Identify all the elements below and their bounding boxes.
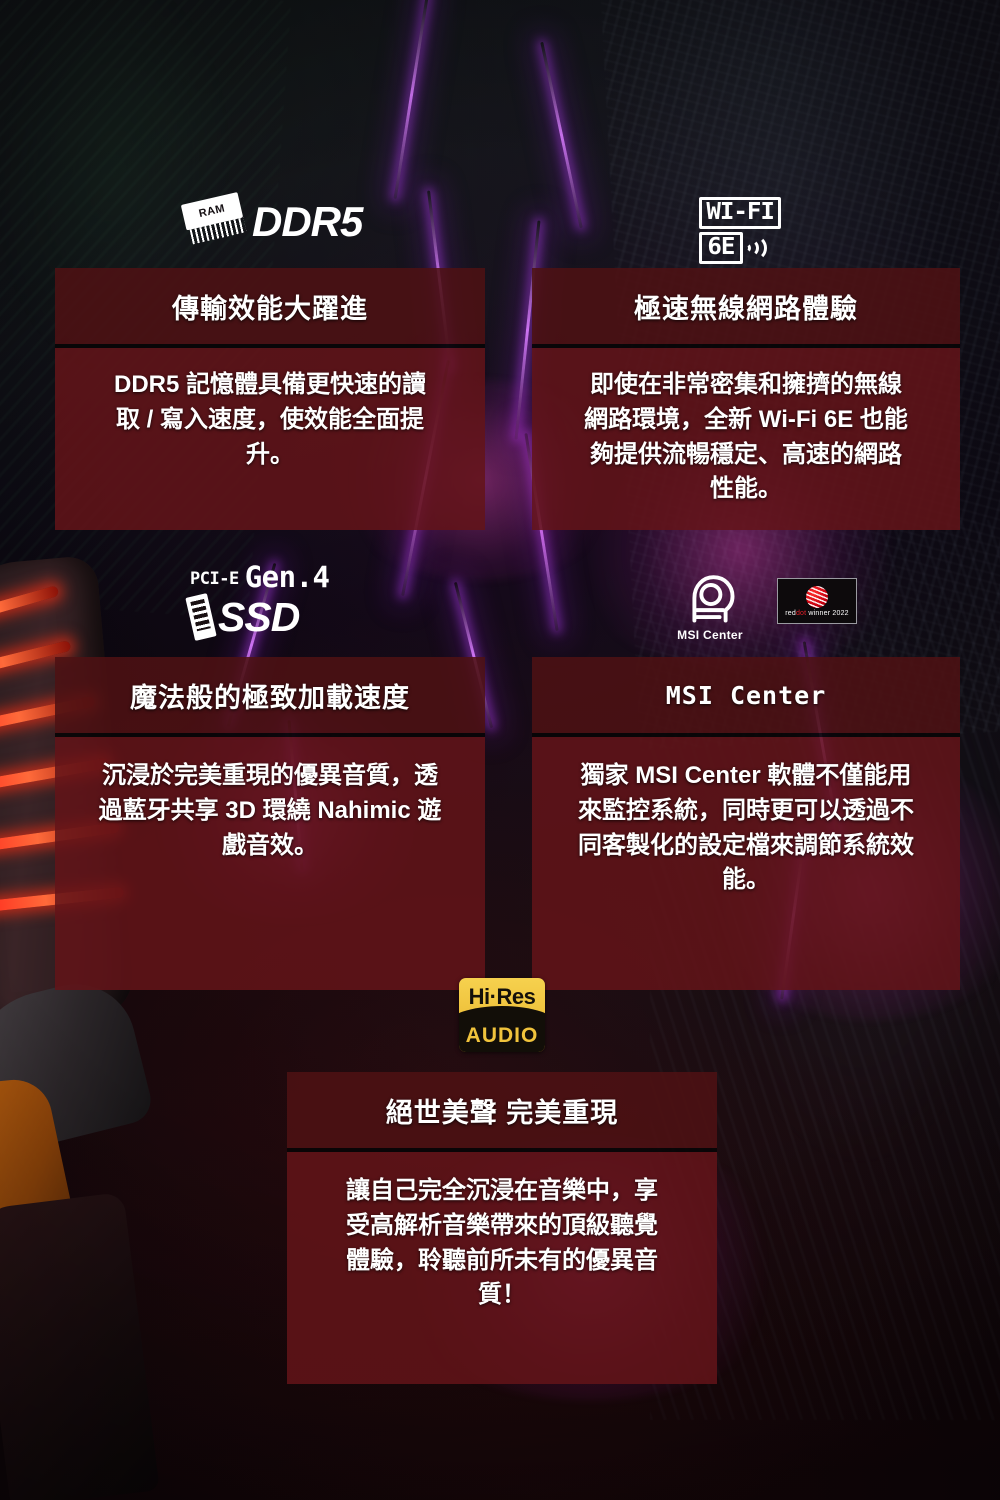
feature-card-ddr5: 傳輸效能大躍進 DDR5 記憶體具備更快速的讀取 / 寫入速度，使效能全面提升。 bbox=[55, 268, 485, 530]
wifi-generation-text: 6E bbox=[707, 234, 735, 260]
card-divider bbox=[55, 733, 485, 737]
feature-card-hi-res-audio: 絕世美聲 完美重現 讓自己完全沉浸在音樂中，享受高解析音樂帶來的頂級聽覺體驗，聆… bbox=[287, 1072, 717, 1384]
pcie-generation: Gen.4 bbox=[244, 560, 330, 594]
ssd-logo: PCI-E Gen.4 SSD bbox=[185, 563, 330, 641]
card-divider bbox=[532, 733, 960, 737]
msi-center-title-band: MSI Center bbox=[532, 657, 960, 733]
hi-res-title-band: 絕世美聲 完美重現 bbox=[287, 1072, 717, 1148]
msi-center-head-icon bbox=[692, 575, 735, 623]
wifi6e-body-text: 即使在非常密集和擁擠的無線網路環境，全新 Wi-Fi 6E 也能夠提供流暢穩定、… bbox=[584, 371, 908, 503]
hi-res-title: 絕世美聲 完美重現 bbox=[385, 1097, 619, 1128]
pcie-prefix: PCI-E bbox=[190, 569, 239, 589]
ssd-stick-icon bbox=[185, 593, 217, 641]
wifi6e-body-band: 即使在非常密集和擁擠的無線網路環境，全新 Wi-Fi 6E 也能夠提供流暢穩定、… bbox=[532, 348, 960, 530]
red-dot-pre: red bbox=[785, 609, 796, 617]
ddr5-wordmark: DDR5 bbox=[252, 198, 363, 246]
ddr5-title-band: 傳輸效能大躍進 bbox=[55, 268, 485, 344]
ddr5-body-band: DDR5 記憶體具備更快速的讀取 / 寫入速度，使效能全面提升。 bbox=[55, 348, 485, 530]
hi-res-top: Hi·Res bbox=[459, 978, 545, 1016]
feature-card-msi-center: MSI Center 獨家 MSI Center 軟體不僅能用來監控系統，同時更… bbox=[532, 657, 960, 990]
ssd-logo-line-2: SSD bbox=[185, 593, 300, 641]
ssd-title-band: 魔法般的極致加載速度 bbox=[55, 657, 485, 733]
card-divider bbox=[532, 344, 960, 348]
feature-card-wifi6e: 極速無線網路體驗 即使在非常密集和擁擠的無線網路環境，全新 Wi-Fi 6E 也… bbox=[532, 268, 960, 530]
card-divider bbox=[287, 1148, 717, 1152]
ddr5-body-text: DDR5 記憶體具備更快速的讀取 / 寫入速度，使效能全面提升。 bbox=[113, 371, 426, 468]
wifi-generation-box: 6E bbox=[699, 232, 743, 264]
red-dot-award-badge: reddot winner 2022 bbox=[777, 578, 857, 624]
red-dot-post: winner 2022 bbox=[806, 609, 849, 617]
wifi-signal-icon bbox=[745, 233, 771, 263]
feature-card-ssd: 魔法般的極致加載速度 沉浸於完美重現的優異音質，透過藍牙共享 3D 環繞 Nah… bbox=[55, 657, 485, 990]
hi-res-audio-logo: Hi·Res AUDIO bbox=[459, 978, 545, 1052]
ssd-logo-line-1: PCI-E Gen.4 bbox=[190, 563, 330, 592]
ssd-body-text: 沉浸於完美重現的優異音質，透過藍牙共享 3D 環繞 Nahimic 遊戲音效。 bbox=[98, 762, 442, 859]
ddr5-logo: RAM DDR5 bbox=[180, 192, 363, 246]
msi-center-logo: MSI Center reddot winner 2022 bbox=[665, 572, 857, 642]
ram-badge-label: RAM bbox=[197, 202, 227, 221]
hi-res-bottom: AUDIO bbox=[459, 1020, 545, 1052]
red-dot-award-icon bbox=[806, 585, 828, 608]
msi-center-body-band: 獨家 MSI Center 軟體不僅能用來監控系統，同時更可以透過不同客製化的設… bbox=[532, 737, 960, 990]
hi-res-body-text: 讓自己完全沉浸在音樂中，享受高解析音樂帶來的頂級聽覺體驗，聆聽前所未有的優異音質… bbox=[346, 1177, 658, 1309]
card-divider bbox=[55, 344, 485, 348]
ssd-wordmark: SSD bbox=[218, 593, 300, 640]
wifi-generation-row: 6E bbox=[699, 232, 771, 264]
wifi6e-logo: WI-FI 6E bbox=[699, 197, 782, 264]
ssd-body-band: 沉浸於完美重現的優異音質，透過藍牙共享 3D 環繞 Nahimic 遊戲音效。 bbox=[55, 737, 485, 990]
msi-center-mark: MSI Center bbox=[665, 572, 755, 642]
wifi-label-text: WI-FI bbox=[706, 199, 775, 225]
hi-res-text: Hi·Res bbox=[468, 984, 536, 1009]
hi-res-body-band: 讓自己完全沉浸在音樂中，享受高解析音樂帶來的頂級聽覺體驗，聆聽前所未有的優異音質… bbox=[287, 1152, 717, 1384]
red-dot-mid: dot bbox=[795, 609, 807, 617]
msi-center-caption: MSI Center bbox=[677, 628, 743, 642]
ssd-title: 魔法般的極致加載速度 bbox=[130, 682, 410, 713]
wifi6e-title-band: 極速無線網路體驗 bbox=[532, 268, 960, 344]
hi-res-audio-icon: Hi·Res AUDIO bbox=[459, 978, 545, 1052]
msi-center-title: MSI Center bbox=[665, 680, 827, 710]
ram-module-icon: RAM bbox=[180, 192, 247, 248]
red-dot-award-text: reddot winner 2022 bbox=[785, 610, 849, 617]
wifi-label-box: WI-FI bbox=[699, 197, 782, 229]
audio-text: AUDIO bbox=[465, 1024, 539, 1047]
wifi6e-title: 極速無線網路體驗 bbox=[634, 293, 858, 324]
msi-center-body-text: 獨家 MSI Center 軟體不僅能用來監控系統，同時更可以透過不同客製化的設… bbox=[578, 762, 914, 894]
ddr5-title: 傳輸效能大躍進 bbox=[172, 293, 368, 324]
